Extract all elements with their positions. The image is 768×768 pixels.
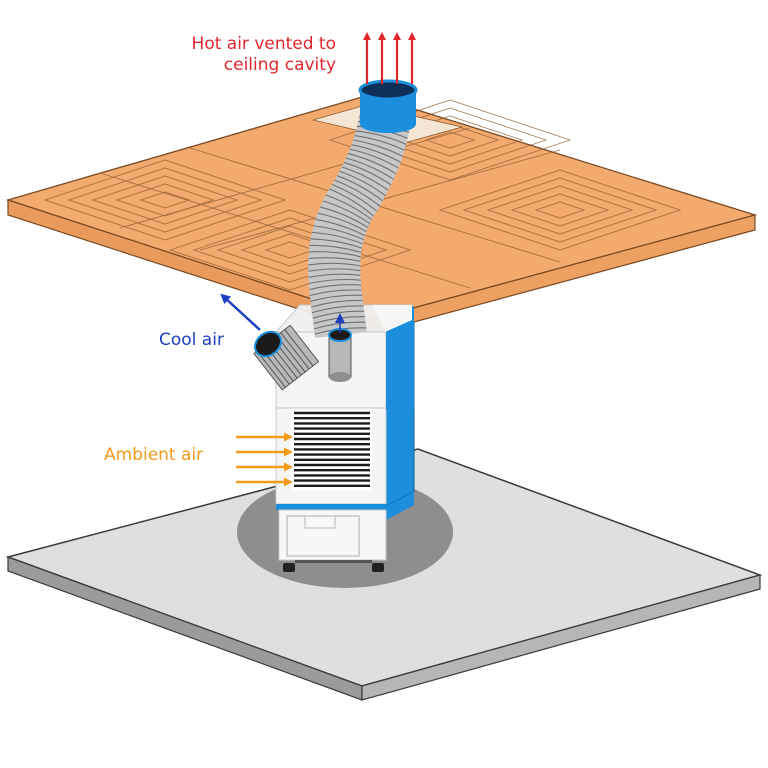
intake-grille	[291, 408, 372, 491]
hot-air-label-line1: Hot air vented to	[191, 34, 336, 54]
hot-air-label: Hot air vented to ceiling cavity	[192, 34, 336, 76]
cool-air-nozzle	[253, 324, 320, 391]
ceiling-collar	[358, 79, 418, 133]
ceiling-slab	[5, 94, 758, 334]
ambient-air-label: Ambient air	[104, 445, 204, 465]
return-air-nozzle	[328, 328, 352, 382]
caster-wheel	[283, 563, 295, 572]
caster-wheel	[372, 563, 384, 572]
hot-air-label-line2: ceiling cavity	[223, 55, 336, 75]
hot-air-arrow-icon	[363, 32, 416, 84]
cool-air-arrow-icon	[220, 293, 261, 331]
cool-air-label: Cool air	[159, 330, 224, 350]
ambient-air-arrow-icon	[236, 432, 293, 487]
exhaust-duct	[308, 103, 413, 338]
